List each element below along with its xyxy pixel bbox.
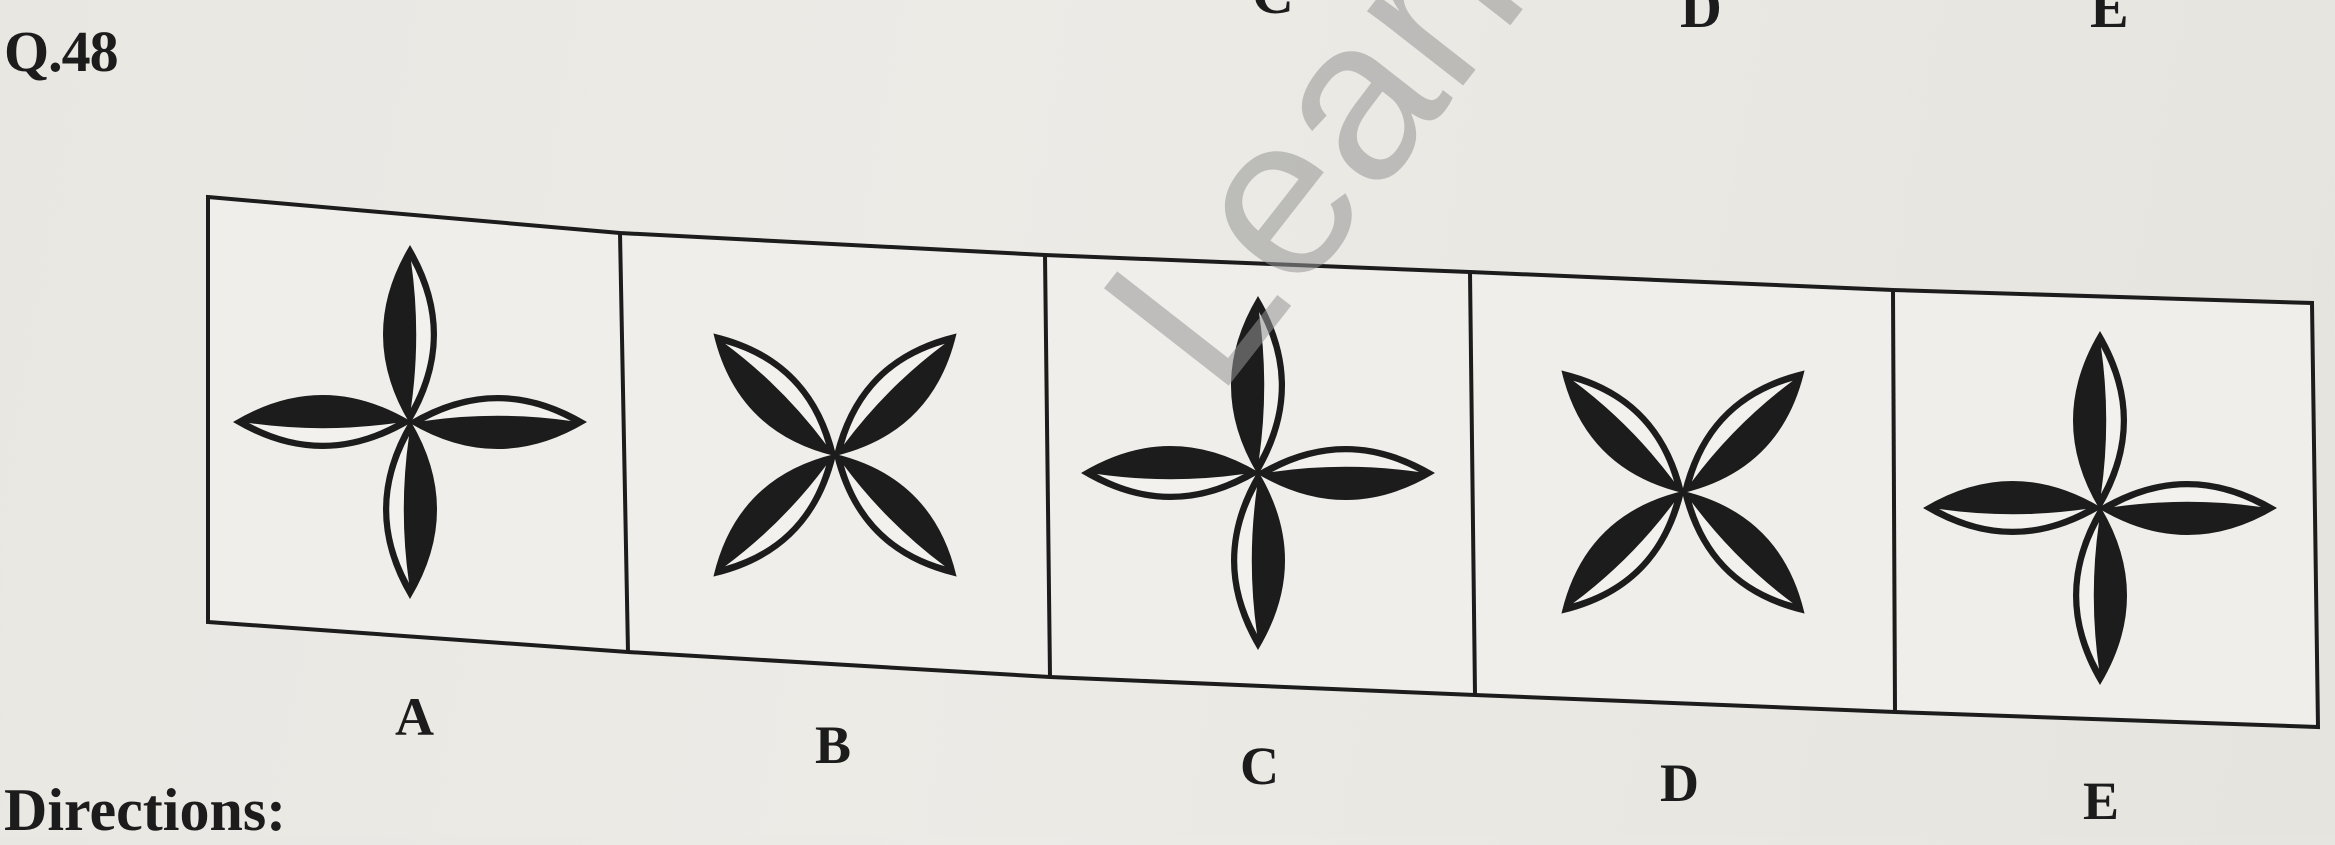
option-label-c: C [1240, 735, 1279, 797]
option-label-a: A [395, 686, 434, 748]
directions-heading: Directions: [4, 776, 286, 845]
option-label-b: B [815, 714, 851, 776]
option-divider [1893, 290, 1895, 712]
option-label-e: E [2083, 770, 2119, 832]
option-label-d: D [1660, 752, 1699, 814]
